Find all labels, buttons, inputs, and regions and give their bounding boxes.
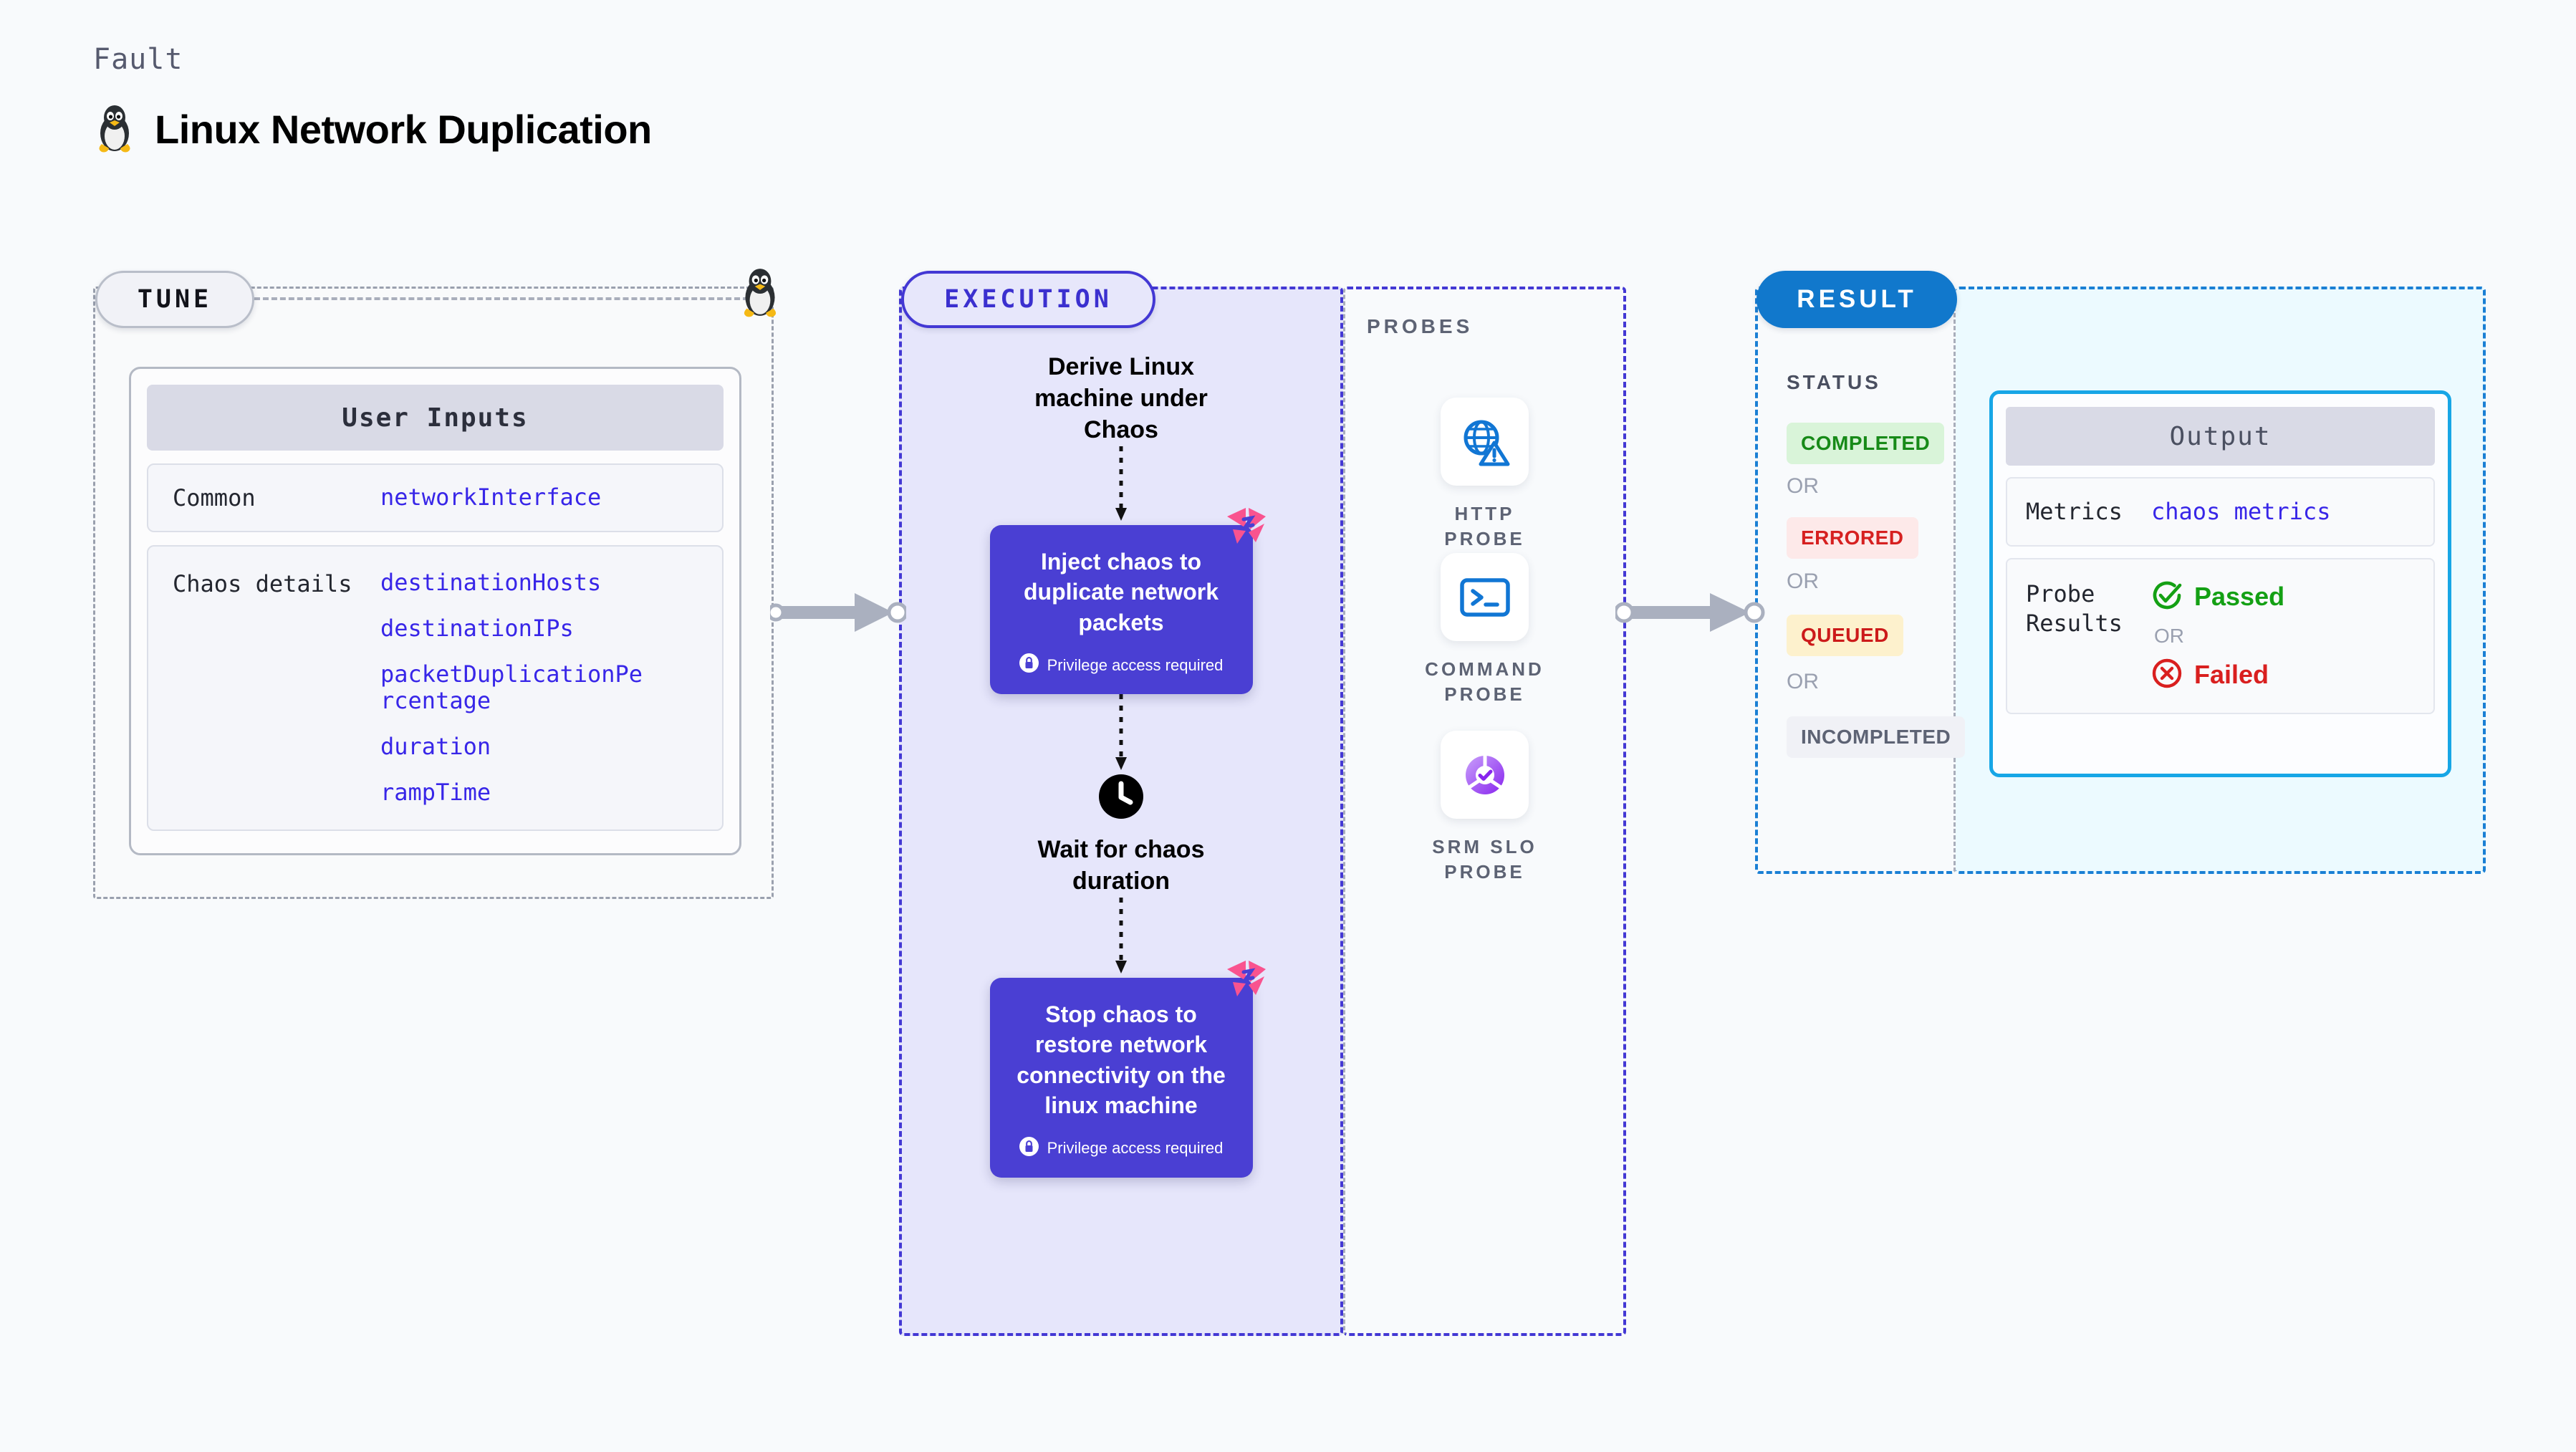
input-row-chaos-details: Chaos details destinationHosts destinati… <box>147 545 724 831</box>
failed-label: Failed <box>2194 660 2269 690</box>
page-title: Linux Network Duplication <box>155 106 652 152</box>
chaos-card-text: Inject chaos to duplicate network packet… <box>1023 548 1219 635</box>
output-row-probe-results: Probe Results Passed OR <box>2006 557 2435 714</box>
privilege-text: Privilege access required <box>1047 655 1224 674</box>
status-separator: OR <box>1787 670 1819 693</box>
status-title: STATUS <box>1787 371 1881 393</box>
linux-penguin-icon <box>93 103 136 155</box>
linux-penguin-icon <box>738 266 782 319</box>
status-badge-errored: ERRORED <box>1787 517 1918 559</box>
input-value[interactable]: destinationIPs <box>380 614 574 642</box>
privilege-note: Privilege access required <box>1009 653 1234 677</box>
fault-kicker: Fault <box>93 43 183 76</box>
row-values: networkInterface <box>380 484 601 511</box>
check-circle-icon <box>2151 580 2183 615</box>
tune-leader-line <box>254 297 749 300</box>
output-card: Output Metrics chaos metrics Probe Resul… <box>1989 390 2451 777</box>
litmus-logo-icon <box>1224 506 1269 552</box>
metrics-label: Metrics <box>2026 498 2123 525</box>
tune-pill[interactable]: TUNE <box>95 271 254 328</box>
probe-label: COMMAND PROBE <box>1425 658 1544 706</box>
execution-flow: Derive Linux machine under Chaos Inject … <box>899 351 1343 1178</box>
lock-icon <box>1019 653 1039 677</box>
slo-donut-check-icon <box>1441 731 1529 819</box>
input-value[interactable]: packetDuplicationPercentage <box>380 660 643 715</box>
page-header: Fault Linux Network Duplication <box>93 43 652 155</box>
chaos-card-inject[interactable]: Inject chaos to duplicate network packet… <box>989 507 1266 695</box>
metrics-value[interactable]: chaos metrics <box>2151 498 2331 526</box>
input-row-common: Common networkInterface <box>147 463 724 532</box>
connector-tune-to-execution <box>766 587 908 641</box>
privilege-text: Privilege access required <box>1047 1139 1224 1158</box>
input-value[interactable]: networkInterface <box>380 484 602 511</box>
probe-srm-slo[interactable]: SRM SLO PROBE <box>1426 731 1544 885</box>
title-row: Linux Network Duplication <box>93 103 652 155</box>
probes-title: PROBES <box>1367 315 1474 337</box>
passed-label: Passed <box>2194 582 2285 612</box>
user-inputs-card: User Inputs Common networkInterface Chao… <box>129 367 741 855</box>
verdict-list: Passed OR Failed <box>2151 580 2284 693</box>
input-value[interactable]: destinationHosts <box>380 569 602 596</box>
result-pill[interactable]: RESULT <box>1756 271 1957 328</box>
execution-step-1: Derive Linux machine under Chaos <box>1034 353 1208 444</box>
clock-icon <box>1099 774 1143 822</box>
verdict-passed: Passed <box>2151 580 2284 615</box>
user-inputs-header: User Inputs <box>147 385 724 451</box>
globe-warning-icon <box>1441 398 1529 486</box>
connector-execution-to-result <box>1613 587 1766 641</box>
terminal-icon <box>1441 553 1529 641</box>
probe-http[interactable]: HTTP PROBE <box>1426 398 1544 552</box>
flow-arrow-icon <box>1115 897 1127 973</box>
probe-label: HTTP PROBE <box>1444 503 1525 550</box>
verdict-separator: OR <box>2154 624 2184 647</box>
litmus-logo-icon <box>1224 959 1269 1004</box>
status-badge-incompleted: INCOMPLETED <box>1787 716 1966 758</box>
row-label: Common <box>173 484 256 511</box>
lock-icon <box>1019 1136 1039 1160</box>
probe-command[interactable]: COMMAND PROBE <box>1425 553 1544 707</box>
flow-arrow-icon <box>1115 446 1127 521</box>
probe-results-label: Probe Results <box>2026 580 2123 637</box>
privilege-note: Privilege access required <box>1009 1136 1234 1160</box>
output-row-metrics: Metrics chaos metrics <box>2006 477 2435 547</box>
execution-step-2: Wait for chaos duration <box>1037 836 1205 895</box>
row-label: Chaos details <box>173 570 352 597</box>
input-value[interactable]: rampTime <box>380 778 491 806</box>
chaos-card-stop[interactable]: Stop chaos to restore network connectivi… <box>989 960 1266 1178</box>
flow-arrow-icon <box>1115 694 1127 771</box>
input-value[interactable]: duration <box>380 733 491 760</box>
probe-label: SRM SLO PROBE <box>1432 836 1537 883</box>
execution-pill[interactable]: EXECUTION <box>901 271 1155 328</box>
status-badge-completed: COMPLETED <box>1787 423 1945 464</box>
verdict-failed: Failed <box>2151 658 2284 693</box>
status-separator: OR <box>1787 569 1819 593</box>
x-circle-icon <box>2151 658 2183 693</box>
output-header: Output <box>2006 407 2435 466</box>
status-separator: OR <box>1787 474 1819 498</box>
chaos-card-text: Stop chaos to restore network connectivi… <box>1017 1001 1226 1119</box>
row-values: destinationHosts destinationIPs packetDu… <box>380 569 653 807</box>
status-badge-queued: QUEUED <box>1787 615 1903 656</box>
